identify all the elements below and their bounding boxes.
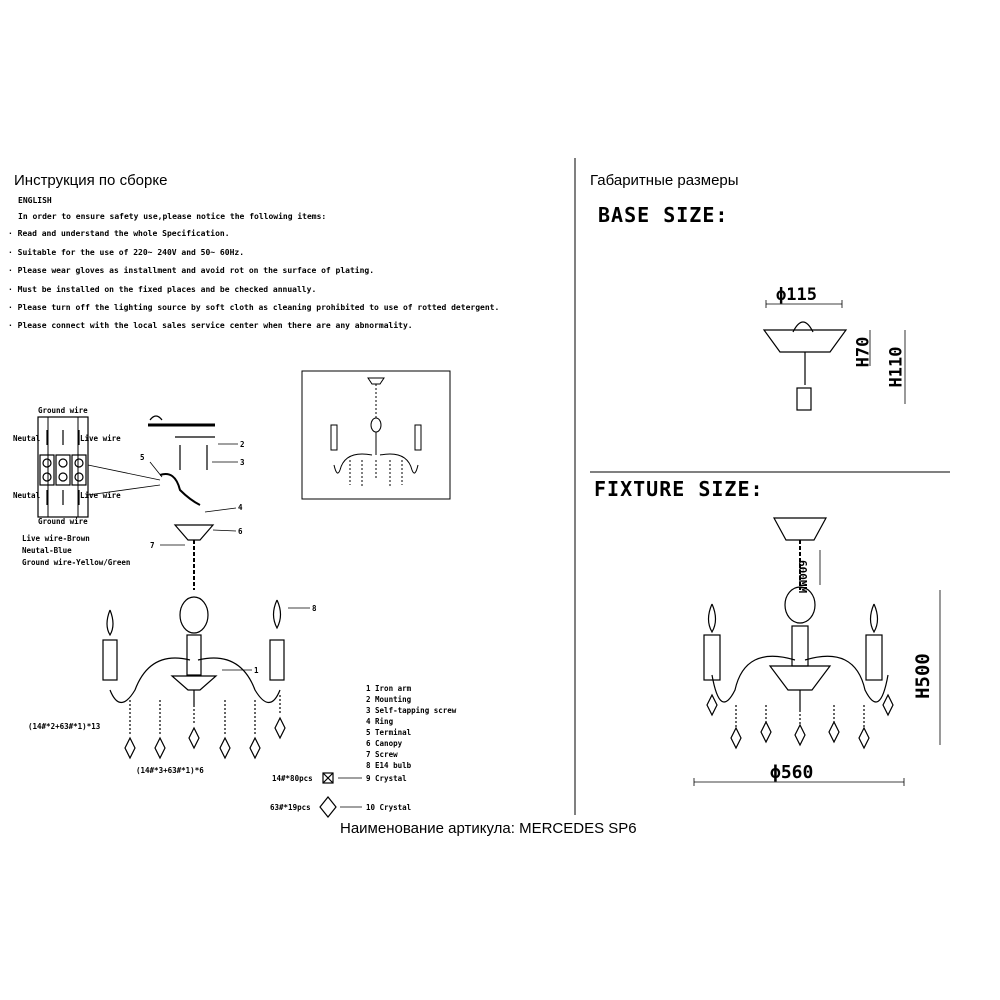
list-item: · Please turn off the lighting source by…: [8, 303, 500, 312]
base-diameter: ϕ115: [776, 285, 817, 305]
list-item: · Must be installed on the fixed places …: [8, 285, 317, 294]
callout-2: 2: [240, 440, 245, 449]
list-item: · Please connect with the local sales se…: [8, 321, 413, 330]
callout-5: 5: [140, 453, 145, 462]
crystal-10-qty: 63#*19pcs: [270, 803, 311, 812]
wire-legend-ground: Ground wire-Yellow/Green: [22, 558, 131, 567]
fixture-diameter: ϕ560: [770, 762, 814, 783]
callout-3: 3: [240, 458, 245, 467]
callout-7: 7: [150, 541, 155, 550]
callout-6: 6: [238, 527, 243, 536]
base-size-title: BASE SIZE:: [598, 203, 729, 227]
live-bottom-label: Live wire: [80, 491, 121, 500]
ground-wire-bottom-label: Ground wire: [38, 517, 88, 526]
list-item: 8 E14 bulb: [366, 761, 412, 770]
wire-legend-neutral: Neutal-Blue: [22, 546, 72, 555]
list-item: · Suitable for the use of 220~ 240V and …: [8, 248, 245, 257]
live-top-label: Live wire: [80, 434, 121, 443]
list-item: 2 Mounting: [366, 695, 412, 704]
callout-4: 4: [238, 503, 243, 512]
formula-1: (14#*2+63#*1)*13: [28, 722, 101, 731]
chain-length: 600MM: [796, 560, 809, 594]
language-label: ENGLISH: [18, 196, 52, 205]
crystal-10-label: 10 Crystal: [366, 803, 412, 812]
list-item: 6 Canopy: [366, 739, 403, 748]
crystal-9-label: 9 Crystal: [366, 774, 407, 783]
fixture-size-title: FIXTURE SIZE:: [594, 477, 764, 501]
list-item: 4 Ring: [366, 717, 394, 726]
formula-2: (14#*3+63#*1)*6: [136, 766, 204, 775]
list-item: 7 Screw: [366, 750, 398, 759]
list-item: 3 Self-tapping screw: [366, 706, 457, 715]
product-name-footer: Наименование артикула: MERCEDES SP6: [340, 820, 637, 837]
crystal-9-qty: 14#*80pcs: [272, 774, 313, 783]
callout-1: 1: [254, 666, 259, 675]
intro-text: In order to ensure safety use,please not…: [18, 212, 327, 221]
fixture-height: H500: [911, 653, 934, 699]
list-item: · Read and understand the whole Specific…: [8, 229, 230, 238]
list-item: 1 Iron arm: [366, 684, 412, 693]
ground-wire-top-label: Ground wire: [38, 406, 88, 415]
callout-8: 8: [312, 604, 317, 613]
list-item: 5 Terminal: [366, 728, 412, 737]
dimensions-heading: Габаритные размеры: [590, 172, 739, 189]
assembly-heading: Инструкция по сборке: [14, 172, 168, 189]
neutral-bottom-label: Neutal: [13, 491, 41, 500]
wire-legend-live: Live wire-Brown: [22, 534, 90, 543]
list-item: · Please wear gloves as installment and …: [8, 266, 375, 275]
neutral-top-label: Neutal: [13, 434, 41, 443]
